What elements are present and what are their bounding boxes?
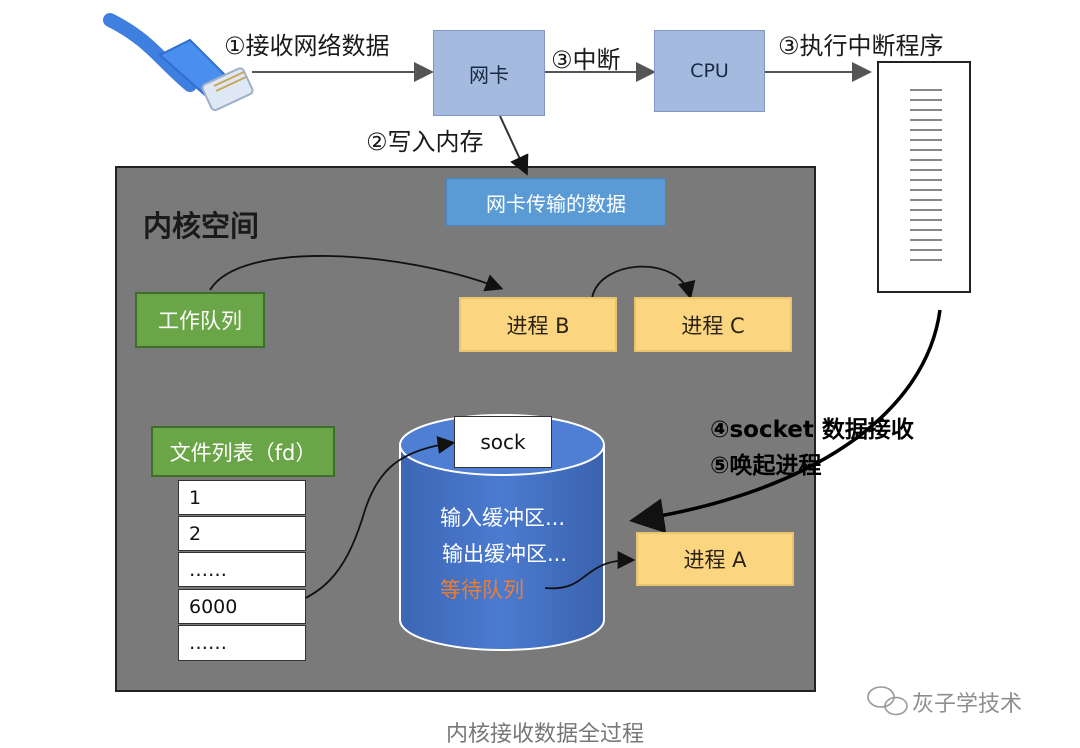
process-c-box: 进程 C bbox=[634, 297, 792, 352]
label-wake-process: ⑤唤起进程 bbox=[710, 453, 822, 479]
wait-queue-label: 等待队列 bbox=[440, 578, 524, 602]
arrow-wait-queue-to-process-a bbox=[544, 551, 636, 590]
fd-list-header: 文件列表（fd） bbox=[151, 426, 335, 477]
fd-row: 2 bbox=[178, 516, 306, 551]
fd-row: …… bbox=[178, 552, 306, 587]
work-queue-box: 工作队列 bbox=[135, 292, 265, 348]
program-lines bbox=[910, 89, 942, 261]
label-socket-receive: ④socket 数据接收 bbox=[710, 417, 914, 443]
arrow-nic-to-memory bbox=[499, 115, 529, 176]
input-buffer-label: 输入缓冲区... bbox=[440, 506, 566, 530]
nic-data-box: 网卡传输的数据 bbox=[446, 178, 666, 226]
arrow-queue-to-process-b bbox=[209, 255, 504, 292]
label-run-interrupt: ③执行中断程序 bbox=[778, 32, 944, 60]
arrow-program-to-socket bbox=[629, 309, 942, 534]
wechat-icon bbox=[867, 686, 908, 716]
watermark-text: 灰子学技术 bbox=[912, 692, 1023, 717]
interrupt-program-document bbox=[877, 61, 971, 293]
label-interrupt: ③中断 bbox=[551, 46, 621, 74]
process-b-box: 进程 B bbox=[459, 297, 617, 352]
sock-box: sock bbox=[454, 416, 552, 468]
figure-caption: 内核接收数据全过程 bbox=[446, 722, 645, 747]
kernel-space-title: 内核空间 bbox=[143, 209, 260, 243]
cpu-box: CPU bbox=[654, 30, 765, 112]
label-receive-network-data: ①接收网络数据 bbox=[224, 32, 390, 60]
process-a-box: 进程 A bbox=[636, 532, 794, 586]
fd-row: …… bbox=[178, 625, 306, 661]
arrow-fd-to-sock bbox=[271, 436, 456, 609]
arrow-process-b-to-c bbox=[591, 265, 696, 300]
network-cable-icon bbox=[103, 13, 254, 112]
nic-box: 网卡 bbox=[433, 30, 545, 116]
fd-row: 6000 bbox=[178, 589, 306, 624]
output-buffer-label: 输出缓冲区... bbox=[442, 542, 568, 566]
fd-row: 1 bbox=[178, 480, 306, 515]
label-write-memory: ②写入内存 bbox=[366, 128, 484, 156]
